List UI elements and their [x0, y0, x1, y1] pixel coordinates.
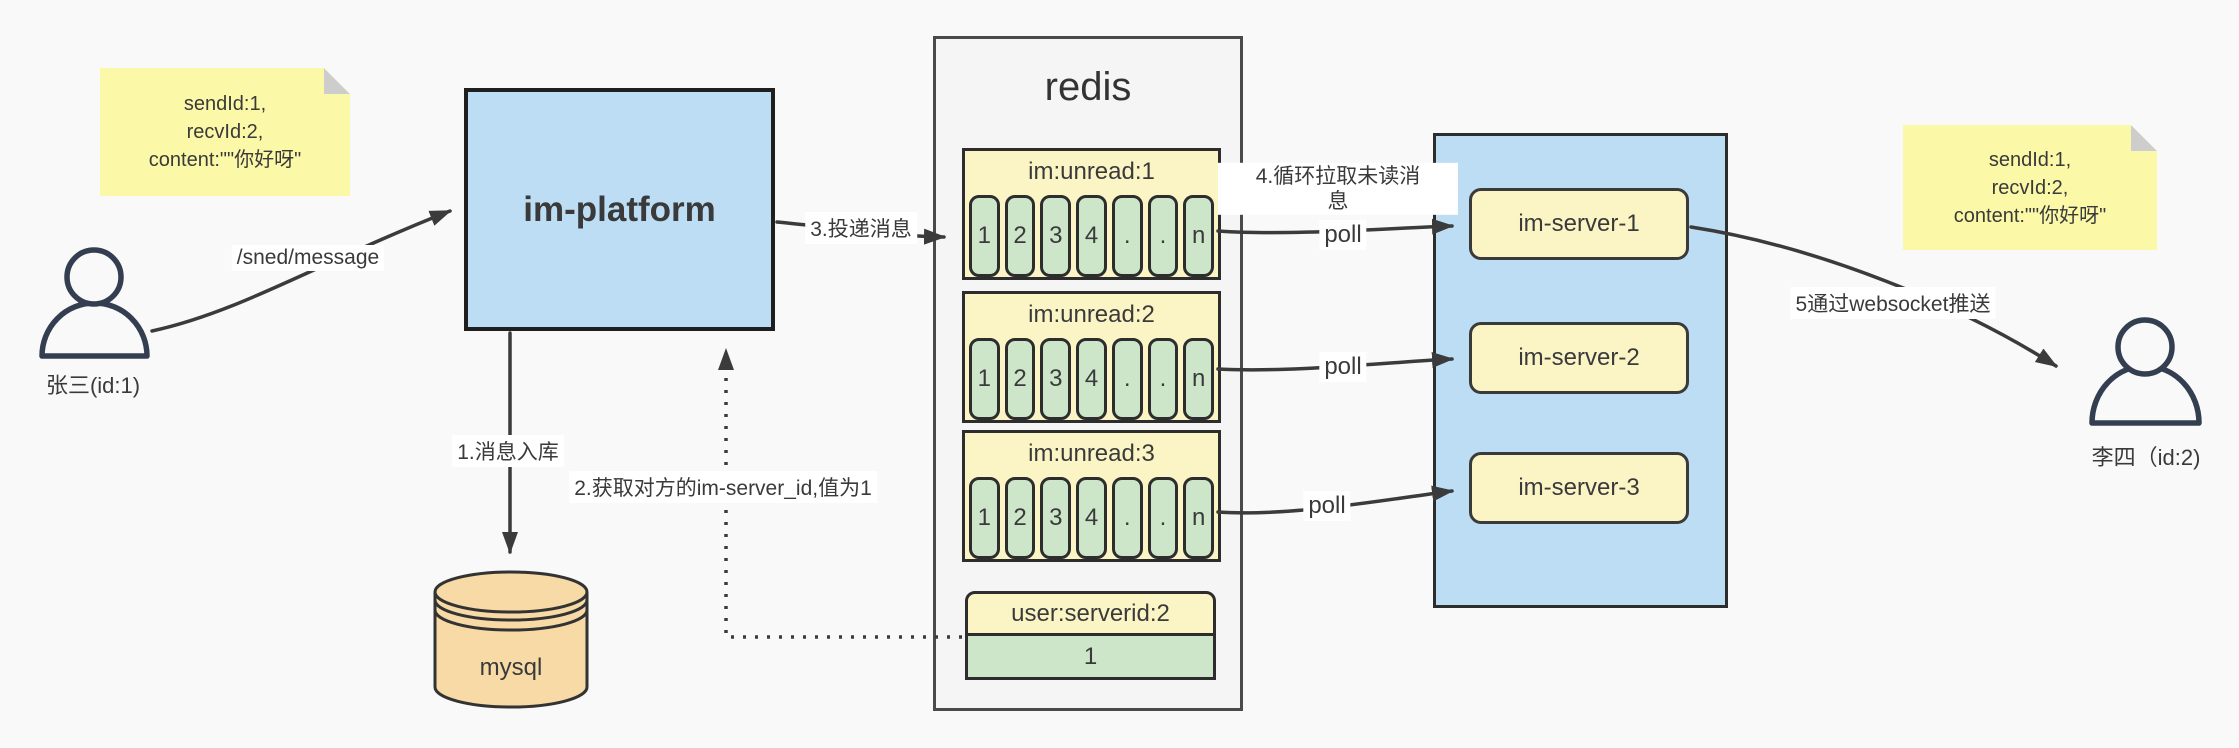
edge-send-message — [150, 209, 452, 333]
queue-cell: n — [1183, 338, 1215, 420]
node-im-server-3: im-server-3 — [1469, 452, 1689, 524]
kv-key: user:serverid:2 — [965, 591, 1216, 636]
queue-cell: . — [1147, 338, 1179, 420]
node-redis-container: redis im:unread:1 1 2 3 4 . . n im:unrea… — [933, 36, 1243, 711]
redis-kv-user-serverid: user:serverid:2 1 — [965, 591, 1216, 680]
note-line: content:""你好呀" — [1953, 204, 2107, 227]
queue-cell: 4 — [1076, 338, 1107, 420]
edge-label-send: /sned/message — [231, 245, 385, 271]
queue-cell: 2 — [1004, 338, 1036, 420]
note-line: content:""你好呀" — [148, 149, 302, 171]
note-line: sendId:1, — [183, 93, 267, 115]
queue-cell: . — [1147, 195, 1179, 277]
redis-queue-unread-1: im:unread:1 1 2 3 4 . . n — [962, 148, 1221, 280]
edge-label-step4-line1: 4.循环拉取未读消 — [1255, 164, 1421, 188]
redis-queue-unread-3: im:unread:3 1 2 3 4 . . n — [962, 430, 1221, 562]
note-fold-icon — [2131, 125, 2157, 151]
queue-name: im:unread:1 — [1028, 158, 1155, 185]
node-im-server-1: im-server-1 — [1469, 188, 1689, 260]
queue-cell: 1 — [969, 338, 1000, 420]
queue-cell: 1 — [969, 477, 1000, 559]
queue-cell: . — [1147, 477, 1179, 559]
edge-label-step1: 1.消息入库 — [452, 435, 564, 467]
queue-cell: 2 — [1004, 195, 1036, 277]
edge-label-poll-3: poll — [1303, 491, 1351, 521]
edge-label-poll-2: poll — [1319, 352, 1367, 382]
queue-cells: 1 2 3 4 . . n — [969, 195, 1215, 277]
queue-cells: 1 2 3 4 . . n — [969, 477, 1215, 559]
sticky-note-left: sendId:1, recvId:2, content:""你好呀" — [100, 68, 350, 196]
node-im-platform: im-platform — [464, 88, 775, 331]
note-line: sendId:1, — [1988, 148, 2072, 171]
note-fold-icon — [324, 68, 350, 94]
queue-name: im:unread:3 — [1028, 440, 1155, 467]
actor-label-lisi: 李四（id:2) — [2091, 445, 2201, 470]
edge-label-poll-1: poll — [1319, 220, 1367, 250]
queue-cell: n — [1183, 195, 1215, 277]
edge-label-step5: 5通过websocket推送 — [1790, 287, 1996, 319]
redis-queue-unread-2: im:unread:2 1 2 3 4 . . n — [962, 291, 1221, 423]
node-im-server-2: im-server-2 — [1469, 322, 1689, 394]
queue-cell: 3 — [1040, 195, 1072, 277]
queue-name: im:unread:2 — [1028, 301, 1155, 328]
edge-label-step4-line2: 息 — [1327, 190, 1349, 213]
queue-cell: n — [1183, 477, 1215, 559]
sticky-note-right: sendId:1, recvId:2, content:""你好呀" — [1903, 125, 2157, 250]
queue-cell: 3 — [1040, 338, 1072, 420]
queue-cell: 3 — [1040, 477, 1072, 559]
node-label: im-server-1 — [1518, 210, 1640, 237]
queue-cell: . — [1111, 195, 1143, 277]
queue-cell: . — [1111, 477, 1143, 559]
note-line: recvId:2, — [1991, 176, 2069, 199]
queue-cells: 1 2 3 4 . . n — [969, 338, 1215, 420]
edge-label-step4: 4.循环拉取未读消 息 — [1218, 162, 1458, 216]
actor-label-zhangsan: 张三(id:1) — [45, 373, 141, 398]
redis-title: redis — [1044, 65, 1132, 109]
edge-label-step2: 2.获取对方的im-server_id,值为1 — [569, 471, 877, 503]
queue-cell: 4 — [1076, 477, 1107, 559]
queue-cell: 2 — [1004, 477, 1036, 559]
node-label: im-platform — [523, 189, 716, 229]
database-label: mysql — [479, 654, 543, 681]
queue-cell: 1 — [969, 195, 1000, 277]
queue-cell: . — [1111, 338, 1143, 420]
node-label: im-server-3 — [1518, 474, 1640, 501]
node-label: im-server-2 — [1518, 344, 1640, 371]
queue-cell: 4 — [1076, 195, 1107, 277]
kv-value: 1 — [965, 636, 1216, 680]
note-line: recvId:2, — [186, 121, 264, 143]
person-icon-lisi — [2089, 317, 2202, 426]
person-icon-zhangsan — [39, 247, 150, 359]
database-cylinder-icon — [433, 570, 589, 709]
edge-label-step3: 3.投递消息 — [805, 212, 917, 244]
